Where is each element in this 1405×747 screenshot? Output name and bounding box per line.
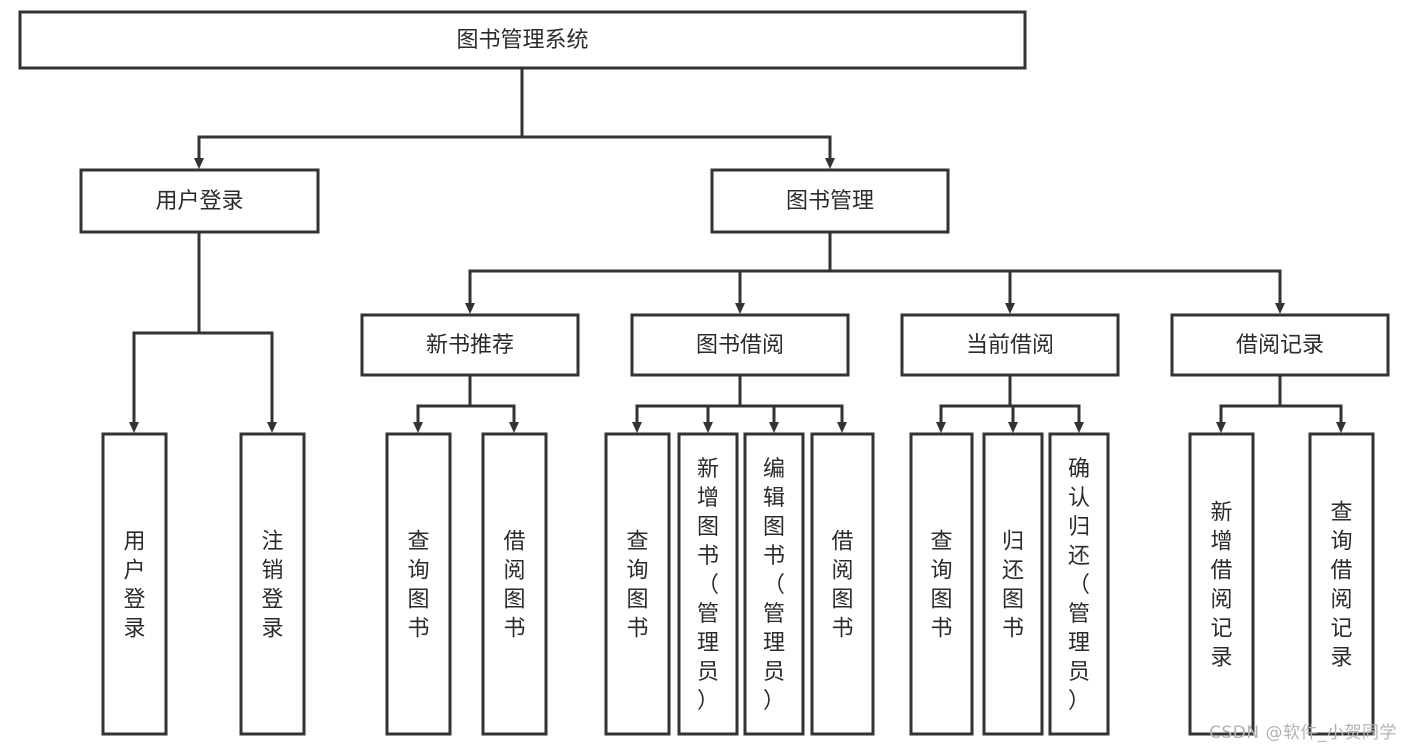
node-box[interactable] <box>360 313 580 377</box>
node-label: 查询借阅记录 <box>1330 501 1352 671</box>
connector-group <box>936 373 1084 433</box>
node-label: 新书推荐 <box>426 333 514 358</box>
node-box[interactable] <box>1048 432 1110 736</box>
node-leaf-add-borrow-record[interactable]: 新增借阅记录 <box>1188 432 1255 736</box>
node-leaf-confirm-return-admin[interactable]: 确认归还（管理员） <box>1048 432 1110 736</box>
node-label: 用户登录 <box>155 189 243 214</box>
node-current-borrow[interactable]: 当前借阅 <box>900 313 1120 377</box>
node-leaf-add-book-admin[interactable]: 新增图书（管理员） <box>677 432 739 736</box>
node-leaf-return-book[interactable]: 归还图书 <box>982 432 1044 736</box>
node-label: 当前借阅 <box>966 333 1054 358</box>
node-user-login[interactable]: 用户登录 <box>79 168 320 234</box>
node-box[interactable] <box>630 313 850 377</box>
node-root[interactable]: 图书管理系统 <box>18 10 1027 70</box>
node-borrow-record[interactable]: 借阅记录 <box>1170 313 1390 377</box>
node-box[interactable] <box>677 432 739 736</box>
node-box[interactable] <box>1170 313 1390 377</box>
node-label: 查询图书 <box>930 530 952 642</box>
node-box[interactable] <box>18 10 1027 70</box>
node-box[interactable] <box>101 432 168 736</box>
node-box[interactable] <box>909 432 974 736</box>
node-label: 新增借阅记录 <box>1210 501 1232 671</box>
node-box[interactable] <box>604 432 671 736</box>
node-box[interactable] <box>239 432 306 736</box>
node-box[interactable] <box>385 432 452 736</box>
node-label: 借阅图书 <box>503 530 525 642</box>
node-label: 图书管理 <box>786 189 874 214</box>
node-label: 图书管理系统 <box>456 28 588 53</box>
node-new-book-recommend[interactable]: 新书推荐 <box>360 313 580 377</box>
node-label: 查询图书 <box>626 530 648 642</box>
node-leaf-query-borrow-record[interactable]: 查询借阅记录 <box>1308 432 1375 736</box>
node-book-management[interactable]: 图书管理 <box>710 168 950 234</box>
node-leaf-logout-login[interactable]: 注销登录 <box>239 432 306 736</box>
node-box[interactable] <box>1188 432 1255 736</box>
connector-group <box>465 230 1285 314</box>
node-label: 新增图书（管理员） <box>697 457 719 714</box>
node-layer: 图书管理系统用户登录图书管理新书推荐图书借阅当前借阅借阅记录用户登录注销登录查询… <box>18 10 1390 736</box>
node-label: 图书借阅 <box>696 333 784 358</box>
node-leaf-borrow-book-recommend[interactable]: 借阅图书 <box>481 432 548 736</box>
connector-layer <box>129 66 1346 433</box>
node-leaf-borrow-book[interactable]: 借阅图书 <box>810 432 875 736</box>
node-box[interactable] <box>743 432 805 736</box>
node-leaf-query-book-current[interactable]: 查询图书 <box>909 432 974 736</box>
node-label: 查询图书 <box>407 530 429 642</box>
node-box[interactable] <box>982 432 1044 736</box>
node-leaf-edit-book-admin[interactable]: 编辑图书（管理员） <box>743 432 805 736</box>
connector-group <box>194 66 835 169</box>
node-label: 借阅记录 <box>1236 333 1324 358</box>
node-box[interactable] <box>710 168 950 234</box>
node-label: 归还图书 <box>1002 530 1024 642</box>
node-leaf-query-book-recommend[interactable]: 查询图书 <box>385 432 452 736</box>
node-box[interactable] <box>481 432 548 736</box>
connector-group <box>413 373 519 433</box>
connector-group <box>632 373 847 433</box>
node-box[interactable] <box>900 313 1120 377</box>
node-leaf-user-login[interactable]: 用户登录 <box>101 432 168 736</box>
node-label: 确认归还（管理员） <box>1068 457 1090 714</box>
node-box[interactable] <box>1308 432 1375 736</box>
csdn-watermark: CSDN @软件_小贺同学 <box>1209 723 1397 743</box>
node-label: 注销登录 <box>261 530 283 642</box>
node-book-borrow[interactable]: 图书借阅 <box>630 313 850 377</box>
node-label: 用户登录 <box>123 530 145 642</box>
node-box[interactable] <box>79 168 320 234</box>
node-label: 借阅图书 <box>831 530 853 642</box>
connector-group <box>129 230 277 433</box>
node-label: 编辑图书（管理员） <box>763 457 785 714</box>
node-box[interactable] <box>810 432 875 736</box>
connector-group <box>1216 373 1346 433</box>
node-leaf-query-book-borrow[interactable]: 查询图书 <box>604 432 671 736</box>
